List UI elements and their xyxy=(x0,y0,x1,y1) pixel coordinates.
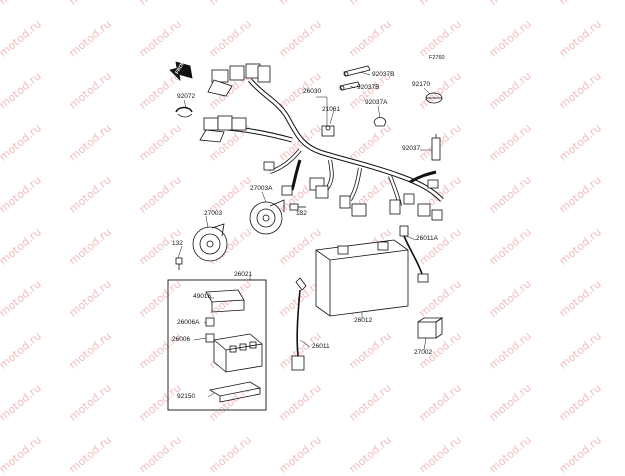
part-label-92037a: 92037A xyxy=(365,99,388,106)
part-label-132-upper: 132 xyxy=(296,210,307,217)
battery-26012 xyxy=(315,239,409,317)
cover-49016 xyxy=(205,289,245,313)
part-label-26012: 26012 xyxy=(354,317,373,324)
part-label-92072: 92072 xyxy=(177,93,196,100)
front-arrow-icon xyxy=(169,61,193,82)
part-label-26011a: 26011A xyxy=(416,235,438,242)
part-label-26011: 26011 xyxy=(312,343,330,350)
wiring-harness xyxy=(227,78,444,207)
figure-code: F2760 xyxy=(429,55,445,61)
bolt-132-a xyxy=(289,203,306,211)
part-label-92037b-upper: 92037B xyxy=(372,71,395,78)
horn-27003 xyxy=(192,223,228,262)
tube-92037 xyxy=(431,134,441,161)
clamp-92170 xyxy=(425,92,443,104)
grommet-92072 xyxy=(175,106,193,118)
part-label-92037: 92037 xyxy=(402,145,421,152)
part-label-26030: 26030 xyxy=(303,88,322,95)
bracket-92150 xyxy=(208,381,262,403)
leader-lines xyxy=(177,71,432,398)
clamp-21061 xyxy=(321,125,335,137)
junction-box-frame xyxy=(167,279,267,411)
relay-27002 xyxy=(417,317,444,339)
cable-26011a xyxy=(399,225,429,283)
cable-26011 xyxy=(291,277,307,371)
harness-connectors xyxy=(263,161,443,221)
part-label-26006a: 26006A xyxy=(177,319,200,326)
fuse-box-body xyxy=(213,333,263,373)
part-label-132-lower: 132 xyxy=(172,240,183,247)
part-label-21061: 21061 xyxy=(322,106,341,113)
clamp-92037a xyxy=(373,117,387,127)
part-label-92170: 92170 xyxy=(412,81,431,88)
part-label-92037b-lower: 92037B xyxy=(357,84,380,91)
part-label-27002: 27002 xyxy=(414,349,433,356)
part-label-92150: 92150 xyxy=(177,393,196,400)
bolt-132-b xyxy=(175,257,183,270)
part-label-26006: 26006 xyxy=(172,336,191,343)
part-label-49016: 49016 xyxy=(193,293,212,300)
upper-connector-cluster xyxy=(199,63,271,143)
part-label-27003: 27003 xyxy=(204,210,223,217)
horn-27003a xyxy=(249,199,285,235)
fuse-26006a xyxy=(205,317,215,327)
part-label-27003a: 27003A xyxy=(250,185,273,192)
part-label-26021: 26021 xyxy=(234,271,253,278)
fuse-26006 xyxy=(205,333,215,343)
